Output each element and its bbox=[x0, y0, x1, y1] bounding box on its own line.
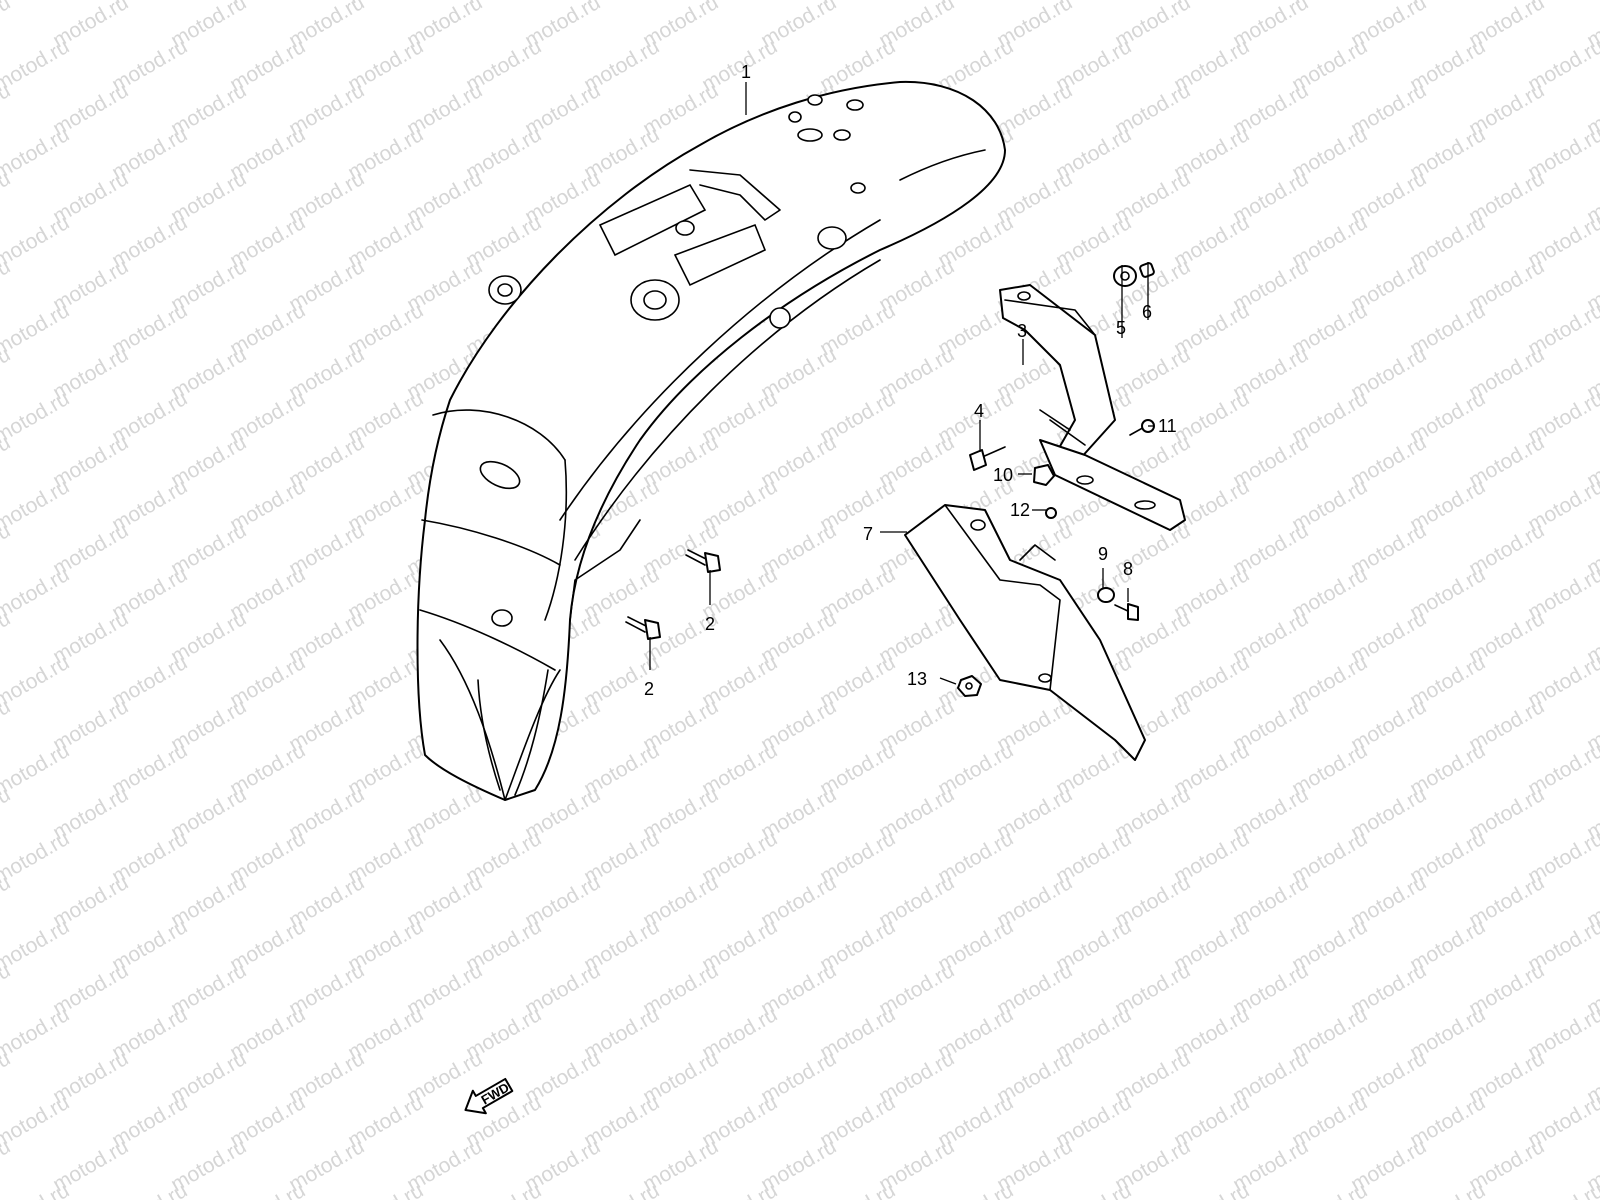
callout-3: 3 bbox=[1017, 321, 1027, 341]
watermark-text: motod.ru bbox=[0, 387, 73, 448]
callout-7: 7 bbox=[863, 524, 873, 544]
watermark-text: motod.ru bbox=[226, 1179, 309, 1200]
watermark-text: motod.ru bbox=[934, 1179, 1017, 1200]
watermark-text: motod.ru bbox=[0, 299, 73, 360]
callout-2a: 2 bbox=[705, 614, 715, 634]
callout-9: 9 bbox=[1098, 544, 1108, 564]
callout-2b: 2 bbox=[644, 679, 654, 699]
callout-1: 1 bbox=[741, 62, 751, 82]
watermark-text: motod.ru bbox=[0, 651, 73, 712]
callouts: 1 2 2 3 4 5 6 7 8 9 10 11 12 13 bbox=[644, 62, 1177, 699]
watermark-text: motod.ru bbox=[816, 1179, 899, 1200]
watermark-text: motod.ru bbox=[0, 1091, 73, 1152]
license-bracket bbox=[999, 284, 1186, 531]
collar-5-icon bbox=[1113, 265, 1137, 287]
watermark-text: motod.ru bbox=[0, 211, 73, 272]
nut-10-icon bbox=[1033, 464, 1055, 486]
watermark-text: motod.ru bbox=[0, 475, 73, 536]
callout-13: 13 bbox=[907, 669, 927, 689]
callout-4: 4 bbox=[974, 401, 984, 421]
callout-10: 10 bbox=[993, 465, 1013, 485]
rear-fender bbox=[416, 80, 1006, 801]
bolt-4-icon bbox=[969, 446, 1006, 471]
watermark-text: motod.ru bbox=[0, 35, 73, 96]
watermark-text: motod.ru bbox=[0, 563, 73, 624]
bolt-8-icon bbox=[1114, 603, 1139, 621]
watermark-text: motod.ru bbox=[0, 1003, 73, 1064]
watermark-text: motod.ru bbox=[580, 1179, 663, 1200]
watermark-text: motod.ru bbox=[0, 1179, 73, 1200]
fasteners bbox=[625, 262, 1155, 697]
watermark-text: motod.ru bbox=[0, 0, 14, 52]
nut-12-icon bbox=[1045, 507, 1057, 519]
watermark-text: motod.ru bbox=[1052, 1179, 1135, 1200]
watermark-text: motod.ru bbox=[1524, 1179, 1600, 1200]
watermark-text: motod.ru bbox=[0, 123, 73, 184]
watermark-text: motod.ru bbox=[344, 1179, 427, 1200]
cap-6-icon bbox=[1139, 262, 1155, 278]
callout-5: 5 bbox=[1116, 318, 1126, 338]
bolt-2a-icon bbox=[685, 549, 721, 573]
screw-11-icon bbox=[1129, 419, 1155, 436]
leader-lines bbox=[649, 82, 1154, 685]
watermark-text: motod.ru bbox=[462, 1179, 545, 1200]
callout-6: 6 bbox=[1142, 302, 1152, 322]
callout-11: 11 bbox=[1158, 416, 1177, 436]
watermark-text: motod.ru bbox=[0, 739, 73, 800]
watermark-text: motod.ru bbox=[0, 827, 73, 888]
watermark-text: motod.ru bbox=[0, 915, 73, 976]
bolt-2b-icon bbox=[625, 616, 661, 640]
watermark-text: motod.ru bbox=[698, 1179, 781, 1200]
watermark-text: motod.ru bbox=[1170, 1179, 1253, 1200]
callout-8: 8 bbox=[1123, 559, 1133, 579]
watermark-text: motod.ru bbox=[1406, 1179, 1489, 1200]
washer-9-icon bbox=[1097, 587, 1115, 603]
watermark-text: motod.ru bbox=[1288, 1179, 1371, 1200]
mud-flap bbox=[904, 504, 1146, 761]
watermark-text: motod.ru bbox=[108, 1179, 191, 1200]
callout-12: 12 bbox=[1010, 500, 1030, 520]
nut-13-icon bbox=[957, 675, 982, 697]
